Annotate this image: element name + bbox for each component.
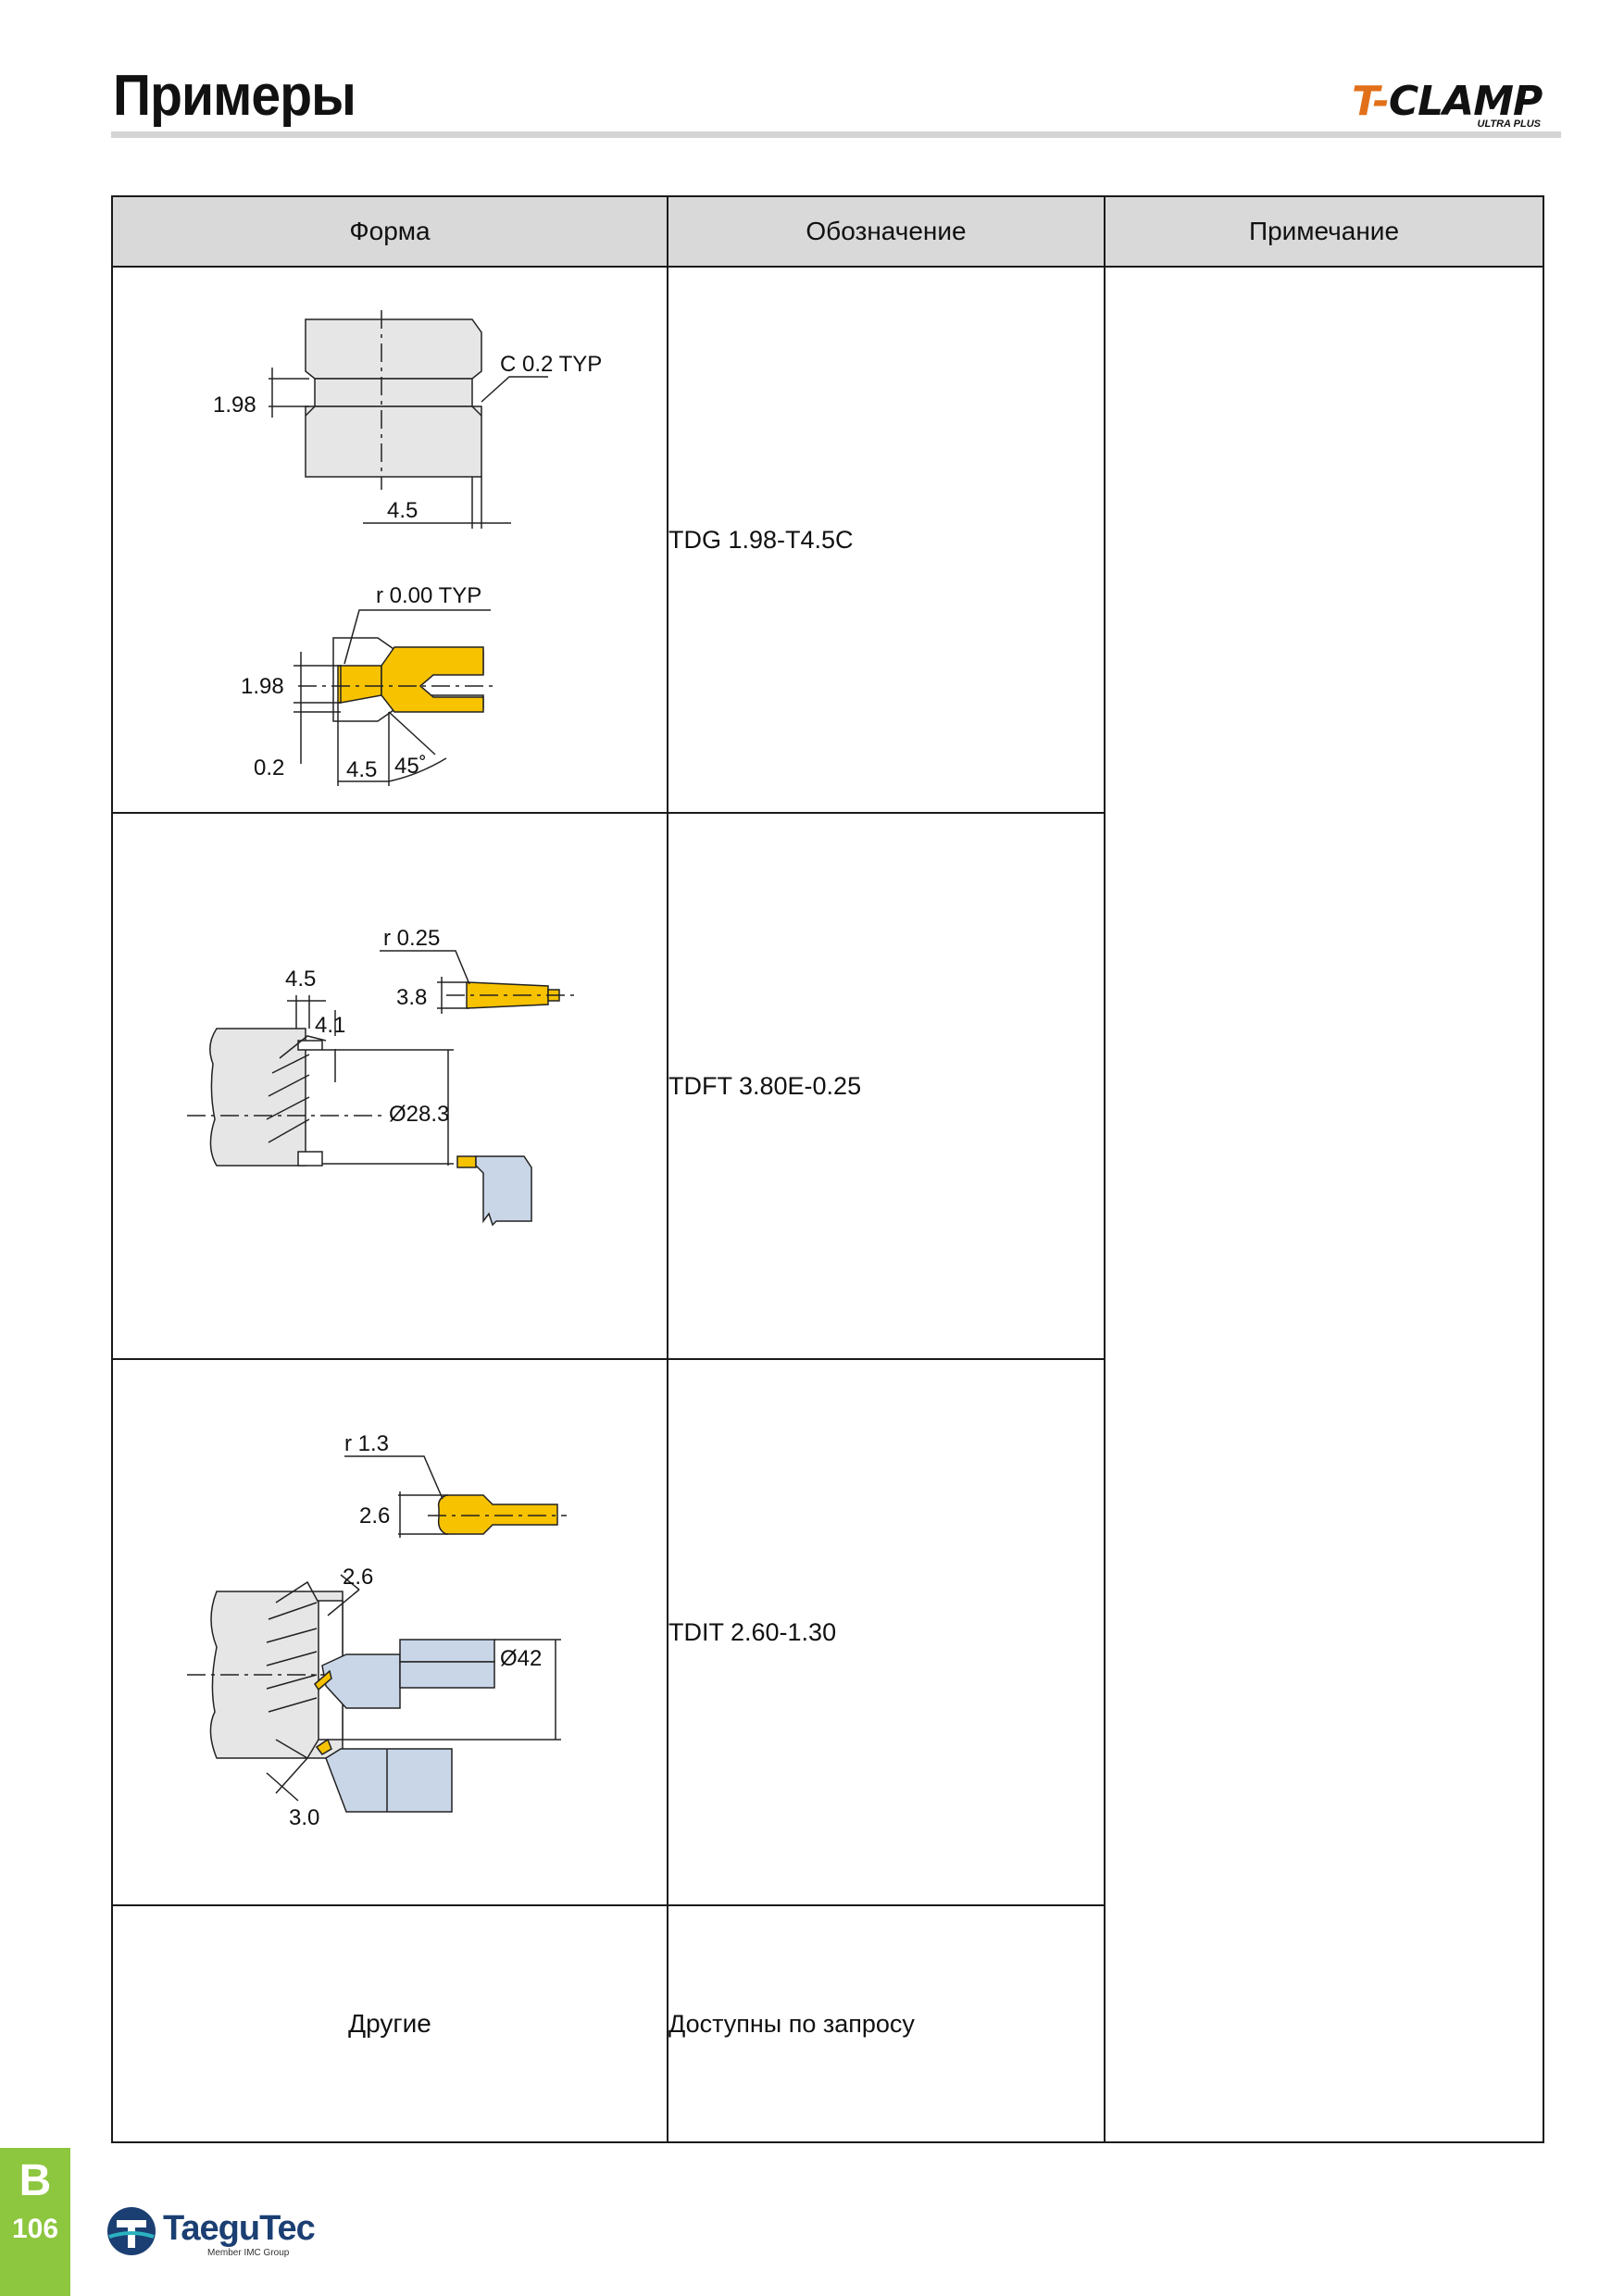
brand-logo-part1: T- xyxy=(1352,78,1390,125)
header-shape: Форма xyxy=(111,195,668,268)
title-rule xyxy=(111,131,1561,138)
tdft-drawing: r 0.25 4.5 4.1 3.8 Ø28.3 xyxy=(187,926,576,1227)
tdft-dim-dia: Ø28.3 xyxy=(389,1102,449,1127)
tdg-neck xyxy=(314,378,473,407)
tdft-dim-r: r 0.25 xyxy=(383,926,440,951)
tdg-top-block xyxy=(305,318,482,380)
tdft-dim-a: 4.5 xyxy=(285,967,316,992)
table-row: r 1.3 2.6 2.6 Ø42 3.0 TDIT 2.60-1.30 xyxy=(111,1358,1543,1906)
table-header-row: Форма Обозначение Примечание xyxy=(111,195,1544,268)
examples-table: Форма Обозначение Примечание xyxy=(111,195,1544,2143)
tdit-holder xyxy=(325,1748,453,1813)
tdg-drawing: 1.98 C 0.2 TYP 4.5 r 0.00 TYP 1.98 0.2 4… xyxy=(213,310,602,786)
shape-drawing-tdit: r 1.3 2.6 2.6 Ø42 3.0 xyxy=(111,1358,668,1906)
tdit-drawing: r 1.3 2.6 2.6 Ø42 3.0 xyxy=(187,1431,567,1830)
tdit-dim-r: r 1.3 xyxy=(344,1431,389,1456)
tdit-insert xyxy=(437,1494,558,1535)
tdit-dim-b: 3.0 xyxy=(289,1805,319,1830)
company-name: TaeguTec xyxy=(163,2209,316,2248)
brand-logo: T-CLAMP ULTRA PLUS xyxy=(1352,78,1565,133)
tdg-bottom-block xyxy=(305,406,482,478)
brand-logo-part2: CLAMP xyxy=(1388,78,1543,125)
page-number: 106 xyxy=(11,2214,59,2244)
table-row: Другие Доступны по запросу xyxy=(111,1904,1543,2143)
header-note: Примечание xyxy=(1104,195,1544,268)
shape-drawing-tdg: 1.98 C 0.2 TYP 4.5 r 0.00 TYP 1.98 0.2 4… xyxy=(111,266,668,814)
designation-cell: TDG 1.98-T4.5C xyxy=(667,266,1106,814)
tdg-dim-d2: 4.5 xyxy=(346,757,377,782)
tdg-dim-s: 0.2 xyxy=(254,755,284,780)
tdft-dim-b: 4.1 xyxy=(315,1013,345,1038)
tdft-workpiece xyxy=(209,1028,306,1167)
tdg-dim-a: 45˚ xyxy=(394,754,427,779)
tdg-dim-w2: 1.98 xyxy=(241,674,284,699)
designation-cell: TDIT 2.60-1.30 xyxy=(667,1358,1106,1906)
page-title: Примеры xyxy=(113,64,356,128)
tdit-dim-w: 2.6 xyxy=(359,1504,390,1529)
tdg-dim-c: C 0.2 TYP xyxy=(500,352,602,377)
tdit-workpiece xyxy=(209,1591,344,1759)
tdg-dim-d1: 4.5 xyxy=(387,498,418,523)
section-tab: B 106 xyxy=(0,2148,70,2296)
designation-cell: Доступны по запросу xyxy=(667,1904,1106,2143)
company-member: Member IMC Group xyxy=(207,2248,290,2258)
note-cell xyxy=(1104,266,1544,2143)
table-row: 1.98 C 0.2 TYP 4.5 r 0.00 TYP 1.98 0.2 4… xyxy=(111,266,1544,2143)
taegutec-emblem-icon xyxy=(107,2207,156,2255)
shape-drawing-tdft: r 0.25 4.5 4.1 3.8 Ø28.3 xyxy=(111,812,668,1360)
tdg-dim-r: r 0.00 TYP xyxy=(376,583,481,608)
company-logo: TaeguTec Member IMC Group xyxy=(104,2203,363,2259)
tdit-dim-a: 2.6 xyxy=(343,1565,373,1590)
tdit-boring-bar xyxy=(399,1639,495,1663)
shape-other: Другие xyxy=(111,1904,668,2143)
tdft-holder xyxy=(475,1155,532,1227)
section-letter: B xyxy=(19,2156,52,2205)
designation-cell: TDFT 3.80E-0.25 xyxy=(667,812,1106,1360)
header-designation: Обозначение xyxy=(667,195,1106,268)
table-row: r 0.25 4.5 4.1 3.8 Ø28.3 TDFT 3.80E-0.25 xyxy=(111,812,1543,1360)
brand-logo-tagline: ULTRA PLUS xyxy=(1477,119,1541,130)
tdg-dim-w1: 1.98 xyxy=(213,393,256,418)
tdft-dim-w: 3.8 xyxy=(396,985,427,1010)
tdit-dim-dia: Ø42 xyxy=(500,1646,542,1671)
tdg-insert xyxy=(340,665,382,704)
